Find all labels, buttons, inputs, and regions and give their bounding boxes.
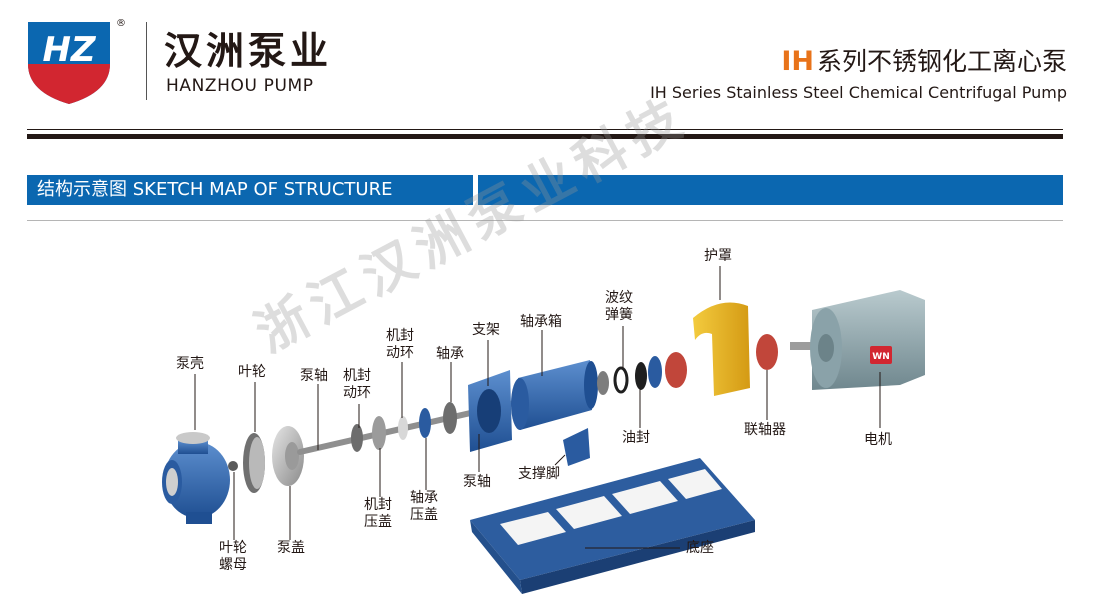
label-bearing-gland: 轴承 压盖 <box>410 490 438 523</box>
seal-gland-part <box>372 416 386 450</box>
label-coupling: 联轴器 <box>744 422 786 438</box>
support-foot <box>563 428 590 466</box>
bearing-gland-part <box>419 408 431 438</box>
label-seal-gland: 机封 压盖 <box>364 497 392 530</box>
bracket <box>468 370 512 452</box>
motor-badge: WN <box>872 352 889 362</box>
label-bracket: 支架 <box>472 322 500 338</box>
coupling-half-pump <box>665 352 687 388</box>
motor: WN <box>790 290 925 390</box>
label-motor: 电机 <box>864 432 892 448</box>
header-rule-thin <box>27 129 1063 130</box>
section-title: 结构示意图 SKETCH MAP OF STRUCTURE <box>27 175 473 205</box>
series-title: 系列不锈钢化工离心泵 <box>816 47 1067 76</box>
label-pump-casing: 泵壳 <box>176 356 204 372</box>
label-oil-seal: 油封 <box>622 430 650 446</box>
oil-seal-part <box>635 362 647 390</box>
registered-mark: ® <box>116 18 126 29</box>
label-bearing-box: 轴承箱 <box>520 314 562 330</box>
hanzhou-logo-icon: HZ <box>28 22 110 104</box>
header-rule-thick <box>27 134 1063 139</box>
label-impeller-nut: 叶轮 螺母 <box>219 540 247 573</box>
pump-cover <box>272 426 304 486</box>
label-seal-ring-2: 机封 动环 <box>386 328 414 361</box>
seal-ring-2 <box>398 416 408 440</box>
seal-ring-1 <box>351 424 363 452</box>
label-seal-ring-1: 机封 动环 <box>343 368 371 401</box>
bearing-outer-part <box>597 371 609 395</box>
impeller-nut <box>228 461 238 471</box>
brand-name-en: HANZHOU PUMP <box>166 76 314 96</box>
label-base: 底座 <box>686 540 714 556</box>
header-divider <box>146 22 147 100</box>
pump-casing <box>162 432 230 524</box>
brand-name-cn: 汉洲泵业 <box>164 29 333 73</box>
label-bearing: 轴承 <box>436 346 464 362</box>
label-support-foot: 支撑脚 <box>518 466 560 482</box>
section-bar <box>478 175 1063 205</box>
section-rule <box>27 220 1063 221</box>
base-frame <box>470 458 755 594</box>
label-wave-spring: 波纹 弹簧 <box>605 290 633 323</box>
label-pump-shaft-bottom: 泵轴 <box>463 474 491 490</box>
bearing-cover-part <box>648 356 662 388</box>
product-title-en: IH Series Stainless Steel Chemical Centr… <box>650 83 1067 102</box>
wave-spring <box>613 366 629 394</box>
bearing-part <box>443 402 457 434</box>
bearing-box <box>511 360 598 430</box>
label-pump-cover: 泵盖 <box>277 540 305 556</box>
logo-text: HZ <box>42 30 96 70</box>
leader-lines <box>194 266 881 549</box>
guard <box>693 302 750 396</box>
label-pump-shaft-top: 泵轴 <box>300 368 328 384</box>
label-impeller: 叶轮 <box>238 364 266 380</box>
impeller <box>243 433 265 493</box>
label-guard: 护罩 <box>704 248 732 264</box>
series-prefix: IH <box>781 46 814 77</box>
coupling-half-motor <box>756 334 778 370</box>
